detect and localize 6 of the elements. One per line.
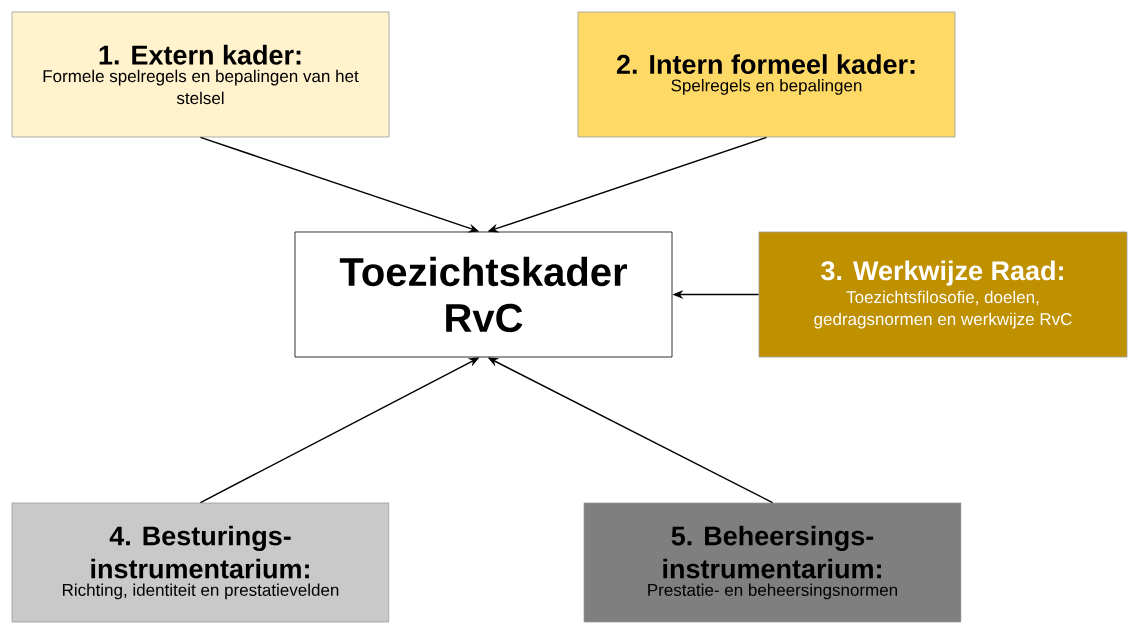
text-box: 1. Extern kader: Formele spelregels en bepalingen van het stelsel [11, 11, 390, 138]
text-box: 2. Intern formeel kader: Spelregels en bepalingen [577, 11, 956, 138]
text-box: 3. Werkwijze Raad: Toezichtsfilosofie, doelen, gedragsnormen en werkwijze RvC [758, 231, 1128, 358]
text-box: 5. Beheersings- instrumentarium: Prestatie- en beheersingsnormen [583, 502, 962, 623]
text-box: 4. Besturings- instrumentarium: Richting, identiteit en prestatievelden [11, 502, 390, 623]
text-box: Toezichtskader RvC [294, 231, 673, 358]
